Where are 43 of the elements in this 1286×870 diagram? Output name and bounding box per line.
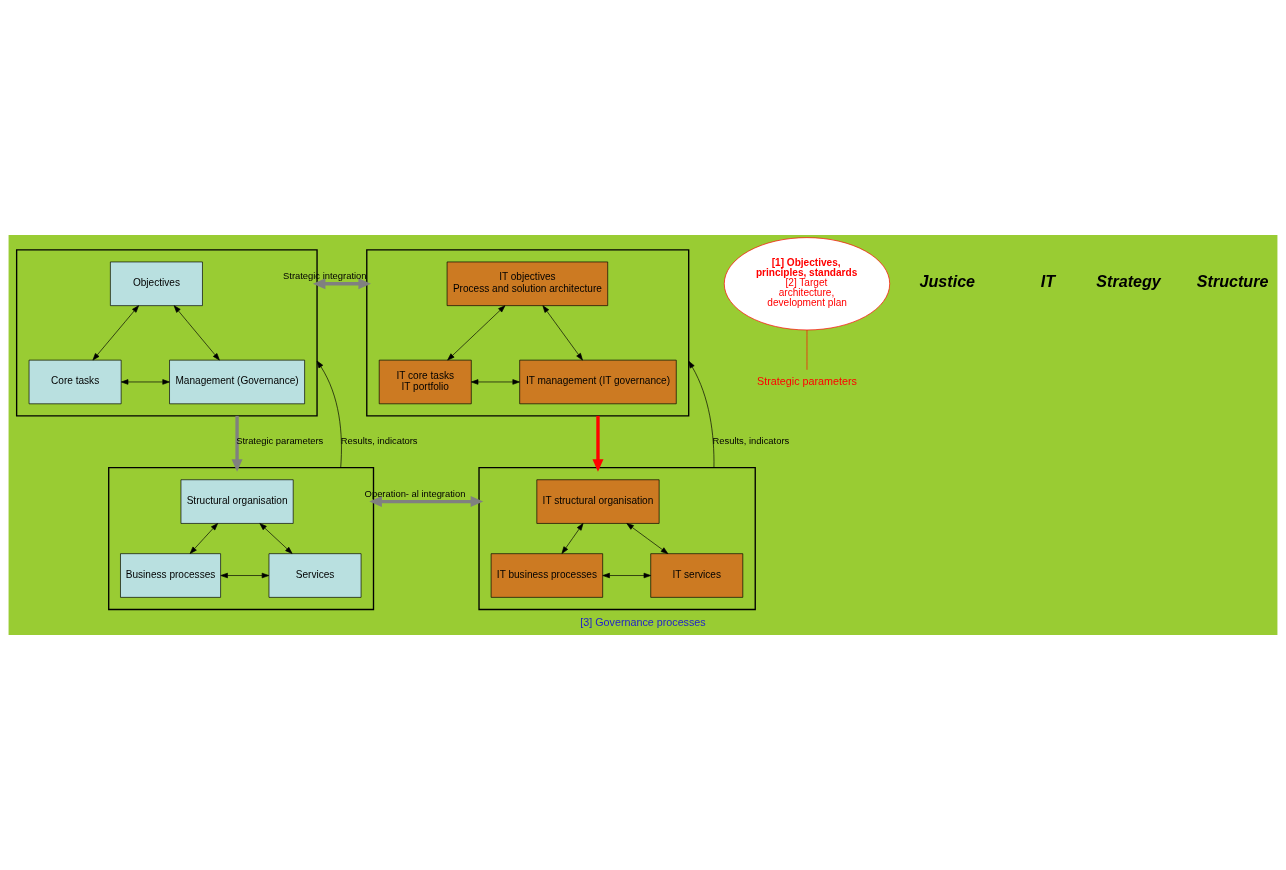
node-text: Strategic parameters xyxy=(757,374,857,387)
node-box: IT core tasks IT portfolio xyxy=(378,359,472,405)
node-box: IT objectives Process and solution architecture xyxy=(446,261,609,306)
node-box: IT business processes xyxy=(490,553,603,598)
arrow xyxy=(220,572,270,579)
edge-label: Results, indicators xyxy=(340,435,418,447)
label: IT xyxy=(1040,272,1056,291)
arrow xyxy=(316,360,342,468)
node-box: IT management (IT governance) xyxy=(519,359,677,405)
arrow xyxy=(447,305,506,361)
arrow xyxy=(602,572,652,579)
arrow xyxy=(259,523,293,554)
arrow xyxy=(231,415,243,472)
node-box: IT services xyxy=(650,553,744,598)
arrow xyxy=(592,415,604,472)
arrow xyxy=(312,278,371,290)
arrow xyxy=(173,305,220,361)
node-box: Business processes xyxy=(120,553,221,598)
node-box: IT structural organisation xyxy=(536,479,660,524)
node-box: Management (Governance) xyxy=(169,359,305,405)
node-box: Structural organisation xyxy=(180,479,294,524)
edge-label: Strategic parameters xyxy=(236,435,324,447)
label: Justice xyxy=(919,272,976,291)
node-box: Core tasks xyxy=(28,359,122,405)
cluster xyxy=(478,467,756,611)
arrow xyxy=(688,360,715,468)
caption: [3] Governance processes xyxy=(580,616,706,629)
node-box: Objectives xyxy=(110,261,203,306)
cluster xyxy=(366,249,690,417)
arrow xyxy=(561,523,584,554)
arrow xyxy=(470,379,520,385)
arrow xyxy=(369,496,484,508)
node-ellipse: [1] Objectives, principles, standards [2] Target architecture, development plan xyxy=(723,237,891,331)
node-box: Services xyxy=(268,553,362,598)
arrow xyxy=(626,523,669,554)
arrow xyxy=(92,305,139,361)
arrow xyxy=(542,305,583,361)
label: Strategy xyxy=(1096,272,1161,291)
label: Structure xyxy=(1196,272,1269,291)
cluster xyxy=(15,249,318,417)
arrow xyxy=(189,523,218,554)
arrow xyxy=(120,379,170,385)
edge-label: Results, indicators xyxy=(712,435,790,447)
